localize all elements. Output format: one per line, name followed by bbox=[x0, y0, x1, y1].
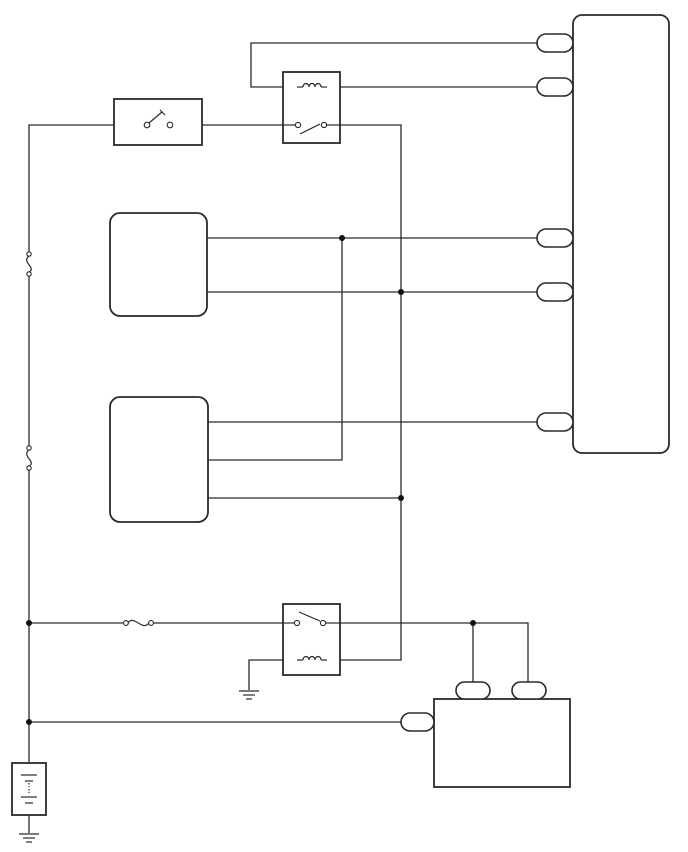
wire-relay-coil-feed bbox=[250, 42, 537, 88]
connector-pin bbox=[536, 77, 574, 97]
connector-pin bbox=[536, 282, 574, 302]
wires bbox=[28, 42, 537, 833]
wire-relay-output bbox=[340, 124, 402, 661]
junctions bbox=[26, 235, 476, 725]
connector-pin bbox=[400, 712, 435, 732]
relay-icon bbox=[282, 603, 341, 676]
ground-icon bbox=[19, 833, 39, 843]
connector-pin bbox=[511, 681, 547, 700]
connector-pin bbox=[536, 412, 574, 432]
connector-pin bbox=[536, 33, 574, 53]
battery-icon bbox=[11, 762, 47, 816]
junction-dot bbox=[26, 620, 32, 626]
junction-dot bbox=[470, 620, 476, 626]
fuse-icon bbox=[25, 445, 33, 471]
switch-icon[interactable] bbox=[113, 98, 203, 146]
junction-dot bbox=[339, 235, 345, 241]
relay-icon bbox=[282, 71, 341, 144]
ground-icon bbox=[239, 690, 259, 700]
fuse-icon bbox=[123, 619, 154, 627]
control-unit bbox=[536, 14, 670, 454]
junction-dot bbox=[398, 289, 404, 295]
wire-relay2-output bbox=[340, 622, 529, 682]
sensor-module-1 bbox=[109, 212, 208, 317]
sensor-module-2 bbox=[109, 396, 209, 523]
junction-dot bbox=[398, 495, 404, 501]
wire-relay2-ground bbox=[248, 659, 283, 690]
connector-pin bbox=[455, 681, 491, 700]
junction-dot bbox=[26, 719, 32, 725]
actuator bbox=[400, 681, 571, 788]
wire-sensor2-shared bbox=[208, 238, 343, 461]
fuse-icon bbox=[25, 251, 33, 277]
connector-pin bbox=[536, 228, 574, 248]
wire-main-bus bbox=[28, 124, 114, 763]
